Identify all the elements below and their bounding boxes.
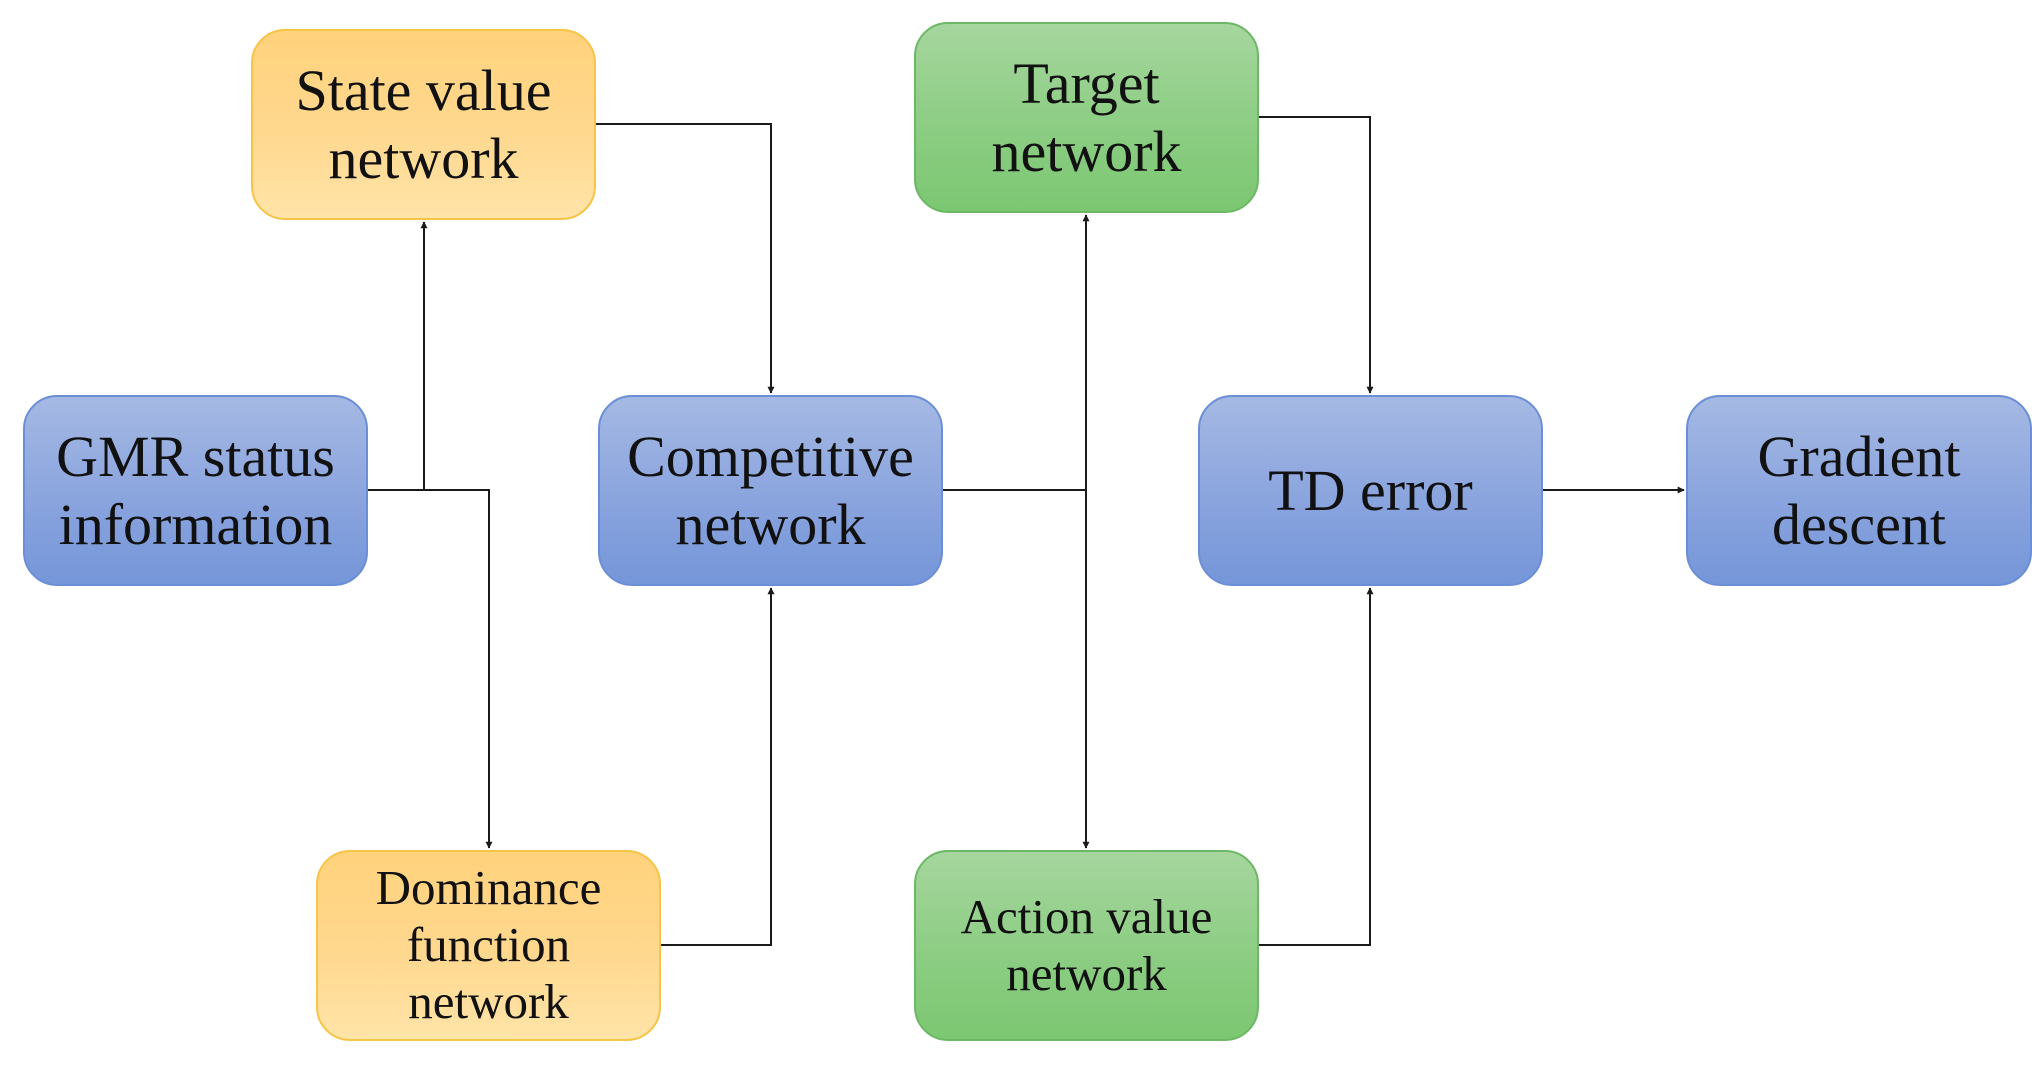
edge-target-to-td-error [1259,116,1374,394]
node-label-line: Target [1013,51,1160,117]
node-label-line: descent [1772,491,1946,557]
target-network-node: Target network [914,22,1259,213]
state-value-network-node: State value network [251,29,596,220]
node-label-line: Action value [960,888,1213,944]
edge-dominance-to-competitive [661,587,775,946]
action-value-network-node: Action value network [914,850,1259,1041]
node-label-line: Competitive [627,424,914,490]
node-label-line: network [1006,945,1167,1001]
edge-state-value-to-competitive [596,123,775,394]
node-label-line: network [675,491,866,557]
edge-action-value-to-td-error [1259,587,1374,946]
td-error-node: TD error [1198,395,1543,586]
node-label-line: network [328,125,519,191]
node-label-line: network [991,118,1182,184]
gradient-descent-node: Gradient descent [1686,395,2032,586]
node-label-line: network [408,973,569,1029]
edge-gmr-to-dominance [424,489,493,849]
node-label-line: GMR status [56,424,335,490]
node-label-line: Dominance [375,860,602,916]
node-label-line: information [58,491,333,557]
node-label-line: TD error [1268,457,1473,523]
gmr-status-information-node: GMR status information [23,395,368,586]
competitive-network-node: Competitive network [598,395,943,586]
node-label-line: State value [295,58,552,124]
edge-gmr-to-state-value [368,221,428,491]
node-label-line: Gradient [1757,424,1961,490]
node-label-line: function [406,917,571,973]
dominance-function-network-node: Dominance function network [316,850,661,1041]
